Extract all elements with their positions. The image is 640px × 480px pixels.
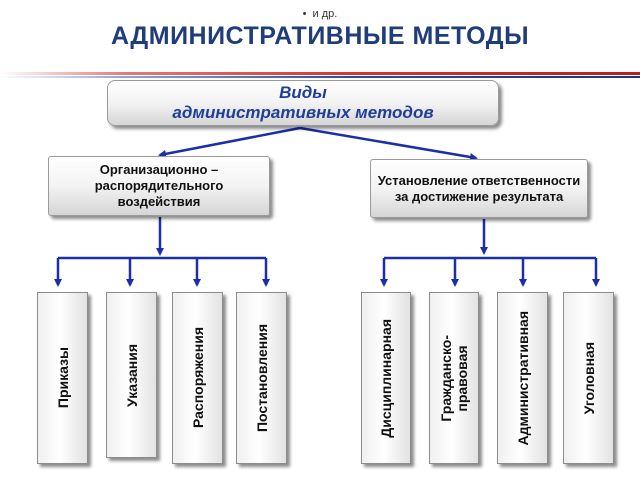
leaf-postanovleniya-label: Постановления bbox=[253, 323, 270, 432]
leaf-grazhdansko-pravovaya: Гражданско- правовая bbox=[429, 292, 479, 464]
right-branch-label: Установление ответственности за достижен… bbox=[377, 172, 581, 204]
leaf-administrativnaya: Административная bbox=[497, 292, 548, 464]
bullet-marker: • bbox=[302, 8, 307, 20]
leaf-ugolovnaya: Уголовная bbox=[563, 292, 614, 464]
leaf-grazhdansko-pravovaya-label: Гражданско- правовая bbox=[438, 334, 470, 422]
right-branch-node: Установление ответственности за достижен… bbox=[370, 159, 588, 218]
leaf-postanovleniya: Постановления bbox=[236, 292, 287, 464]
leaf-ukazaniya: Указания bbox=[106, 292, 157, 458]
leaf-rasporyazheniya: Распоряжения bbox=[172, 292, 223, 464]
leaf-prikazy-label: Приказы bbox=[54, 347, 71, 409]
arrow-root-to-right bbox=[299, 126, 478, 161]
title-divider-blue bbox=[0, 76, 640, 78]
header-bullet-line: • и др. bbox=[0, 8, 640, 20]
leaf-prikazy: Приказы bbox=[37, 292, 88, 464]
title-divider-red bbox=[0, 72, 640, 75]
leaf-distsiplinarnaya-label: Дисциплинарная bbox=[378, 318, 394, 438]
leaf-ukazaniya-label: Указания bbox=[123, 343, 140, 407]
left-branch-node: Организационно – распорядительного возде… bbox=[48, 156, 270, 216]
leaf-rasporyazheniya-label: Распоряжения bbox=[189, 327, 206, 429]
root-node-line1: Виды bbox=[279, 83, 327, 102]
bullet-text: и др. bbox=[312, 8, 338, 20]
left-branch-label: Организационно – распорядительного возде… bbox=[94, 162, 224, 209]
root-node-line2: административных методов bbox=[172, 103, 434, 122]
leaf-distsiplinarnaya: Дисциплинарная bbox=[361, 292, 411, 464]
page-title: АДМИНИСТРАТИВНЫЕ МЕТОДЫ bbox=[110, 22, 530, 50]
leaf-ugolovnaya-label: Уголовная bbox=[580, 341, 597, 415]
arrow-root-to-left bbox=[158, 126, 301, 158]
leaf-administrativnaya-label: Административная bbox=[514, 310, 531, 446]
root-node: Виды административных методов bbox=[107, 80, 499, 126]
